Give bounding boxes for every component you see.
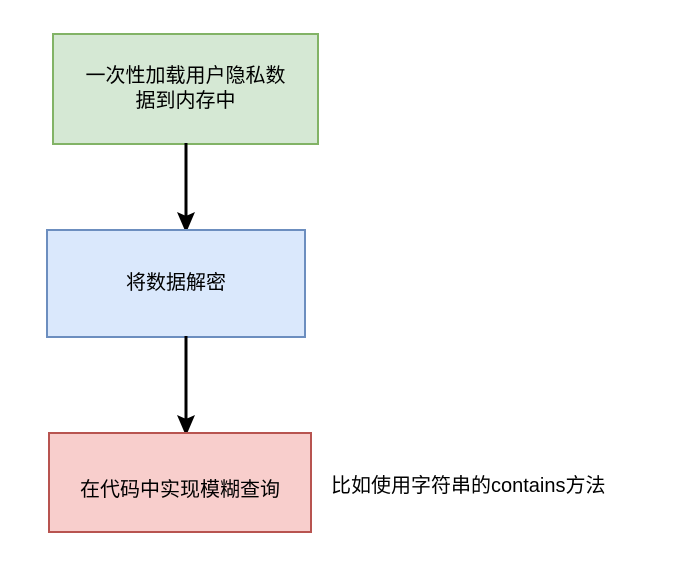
flow-node-fuzzy-query-label: 在代码中实现模糊查询 — [80, 479, 280, 501]
flow-edge-decrypt-to-query — [177, 336, 195, 436]
flow-edge-load-to-decrypt — [177, 143, 195, 233]
flow-edge-decrypt-to-query-arrowhead — [177, 415, 195, 436]
flow-node-load-data[interactable]: 一次性加载用户隐私数 据到内存中 — [52, 33, 319, 145]
flow-node-decrypt-data-label: 将数据解密 — [126, 272, 226, 294]
annotation-contains-note: 比如使用字符串的contains方法 — [331, 475, 606, 497]
flow-node-fuzzy-query[interactable]: 在代码中实现模糊查询 — [48, 432, 312, 533]
flow-node-load-data-label: 一次性加载用户隐私数 据到内存中 — [85, 65, 286, 112]
flow-node-decrypt-data[interactable]: 将数据解密 — [46, 229, 306, 338]
flow-edge-load-to-decrypt-arrowhead — [177, 212, 195, 233]
